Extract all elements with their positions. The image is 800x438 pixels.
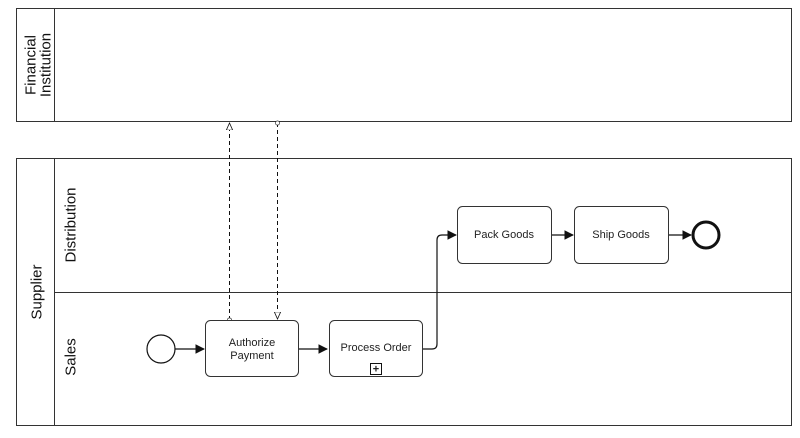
pool-supplier-label: Supplier: [29, 264, 46, 319]
task-authorize-line1: Authorize: [229, 337, 275, 349]
task-process-label: Process Order: [341, 342, 412, 354]
subprocess-marker[interactable]: [370, 363, 382, 375]
task-ship-label: Ship Goods: [592, 229, 650, 241]
pool-financial-label-line1: Financial: [23, 35, 40, 95]
start-event[interactable]: [146, 334, 176, 364]
pool-supplier[interactable]: Supplier Distribution Sales: [16, 158, 792, 426]
message-flows: [230, 123, 278, 320]
task-pack-goods[interactable]: Pack Goods: [457, 206, 552, 264]
task-pack-label: Pack Goods: [474, 229, 534, 241]
lane-sales-label: Sales: [63, 338, 80, 376]
end-event[interactable]: [691, 220, 721, 250]
sequence-flows: [175, 230, 692, 354]
task-process-order[interactable]: Process Order +: [329, 320, 423, 377]
flow-process-to-pack[interactable]: [423, 230, 457, 350]
pool-financial-border: [16, 8, 792, 122]
task-authorize-payment[interactable]: Authorize Payment: [205, 320, 299, 377]
pool-financial-label-line2: Institution: [38, 33, 55, 97]
lane-distribution-label: Distribution: [63, 187, 80, 262]
task-ship-box: [574, 206, 669, 264]
task-authorize-line2: Payment: [230, 350, 273, 362]
task-process-box: [329, 320, 423, 377]
task-authorize-box: [205, 320, 299, 377]
task-ship-goods[interactable]: Ship Goods: [574, 206, 669, 264]
task-pack-box: [457, 206, 552, 264]
subprocess-marker-plus: +: [373, 364, 379, 376]
pool-financial-institution[interactable]: Financial Institution: [16, 8, 792, 122]
